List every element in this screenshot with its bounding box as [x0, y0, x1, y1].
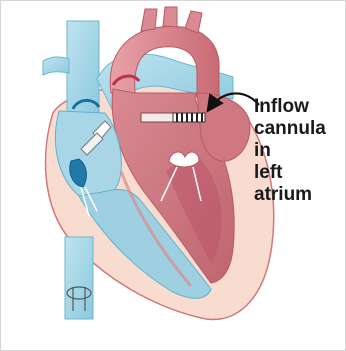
callout-line-1: Inflow	[254, 96, 345, 118]
callout-line-2: cannula in	[254, 118, 345, 162]
callout-label: Inflow cannula in left atrium	[254, 96, 345, 206]
svc-branch	[43, 57, 69, 75]
superior-vena-cava	[67, 21, 99, 113]
inflow-cannula	[141, 113, 205, 122]
callout-line-3: left atrium	[254, 162, 345, 206]
aortic-branch-2	[163, 7, 177, 27]
aortic-branch-1	[141, 9, 157, 31]
inferior-vena-cava	[65, 237, 93, 319]
